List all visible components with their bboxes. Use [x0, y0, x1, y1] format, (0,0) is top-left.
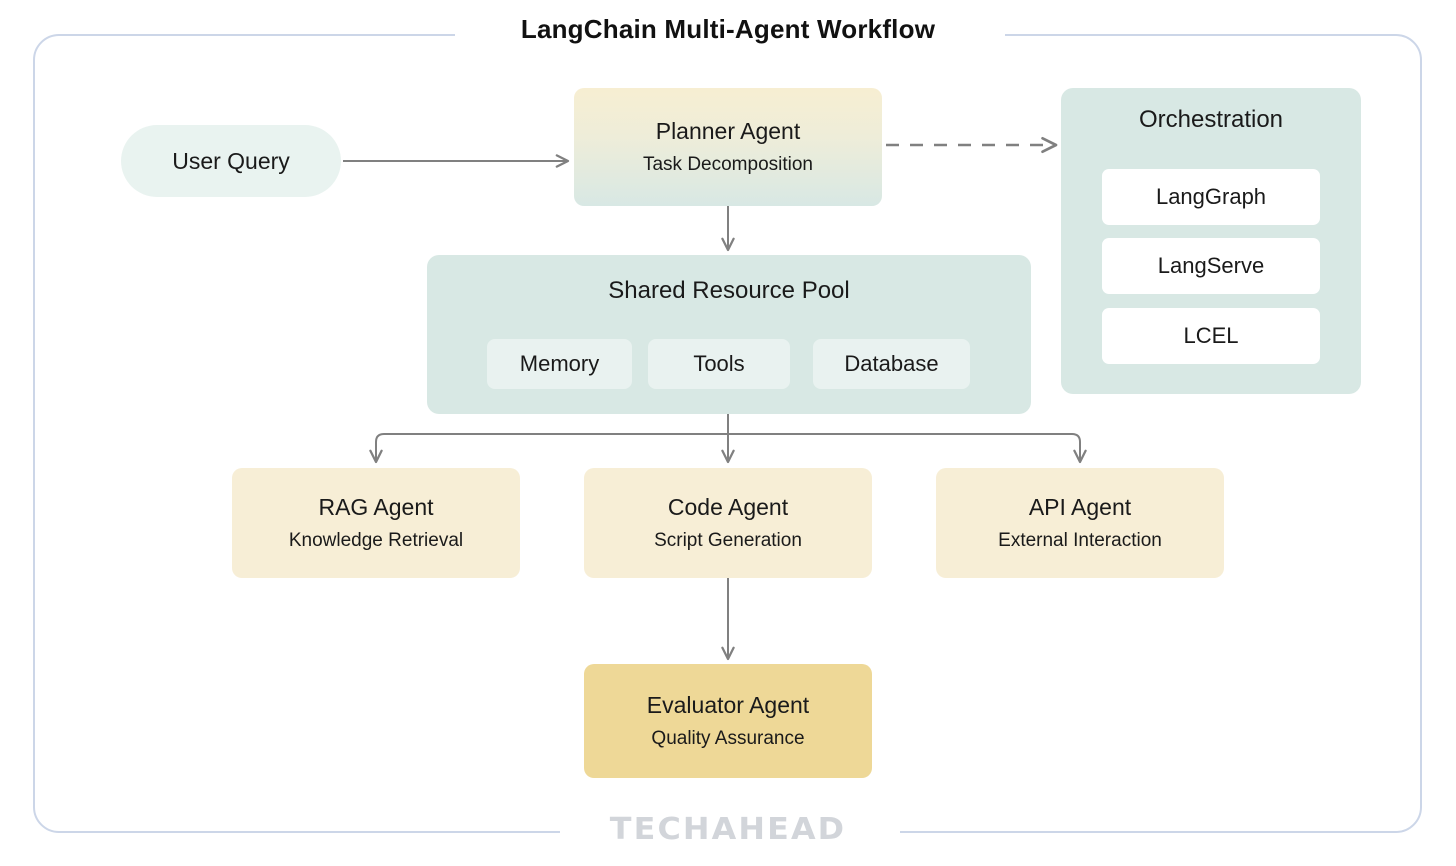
node-user-query[interactable]: User Query	[121, 125, 341, 197]
panel-orchestration-title: Orchestration	[1138, 106, 1284, 133]
panel-shared-resource-pool-title: Shared Resource Pool	[608, 277, 850, 304]
node-evaluator-agent-title: Evaluator Agent	[646, 691, 810, 718]
node-rag-agent-title: RAG Agent	[318, 493, 434, 520]
node-code-agent-title: Code Agent	[667, 493, 789, 520]
node-rag-agent-subtitle: Knowledge Retrieval	[288, 530, 464, 552]
panel-orchestration: Orchestration LangGraph LangServe LCEL	[1061, 88, 1361, 394]
page-title: LangChain Multi-Agent Workflow	[520, 14, 936, 44]
node-planner-agent-title: Planner Agent	[655, 117, 801, 144]
node-planner-agent-subtitle: Task Decomposition	[642, 154, 814, 176]
node-planner-agent[interactable]: Planner Agent Task Decomposition	[574, 88, 882, 206]
watermark-border-gap	[560, 818, 900, 852]
node-api-agent-title: API Agent	[1028, 493, 1132, 520]
title-border-gap	[455, 20, 1005, 50]
orchestration-card-langgraph[interactable]: LangGraph	[1102, 169, 1320, 225]
panel-shared-resource-pool: Shared Resource Pool Memory Tools Databa…	[427, 255, 1031, 414]
node-code-agent-subtitle: Script Generation	[654, 530, 802, 552]
techahead-watermark: TECHAHEAD	[609, 812, 847, 847]
node-api-agent-subtitle: External Interaction	[998, 530, 1162, 552]
node-code-agent[interactable]: Code Agent Script Generation	[584, 468, 872, 578]
resource-chip-database[interactable]: Database	[813, 339, 970, 389]
orchestration-card-langserve[interactable]: LangServe	[1102, 238, 1320, 294]
node-evaluator-agent[interactable]: Evaluator Agent Quality Assurance	[584, 664, 872, 778]
node-rag-agent[interactable]: RAG Agent Knowledge Retrieval	[232, 468, 520, 578]
node-api-agent[interactable]: API Agent External Interaction	[936, 468, 1224, 578]
node-user-query-label: User Query	[172, 147, 290, 174]
orchestration-card-lcel[interactable]: LCEL	[1102, 308, 1320, 364]
node-evaluator-agent-subtitle: Quality Assurance	[651, 728, 805, 750]
resource-chip-memory[interactable]: Memory	[487, 339, 632, 389]
resource-chip-tools[interactable]: Tools	[648, 339, 790, 389]
